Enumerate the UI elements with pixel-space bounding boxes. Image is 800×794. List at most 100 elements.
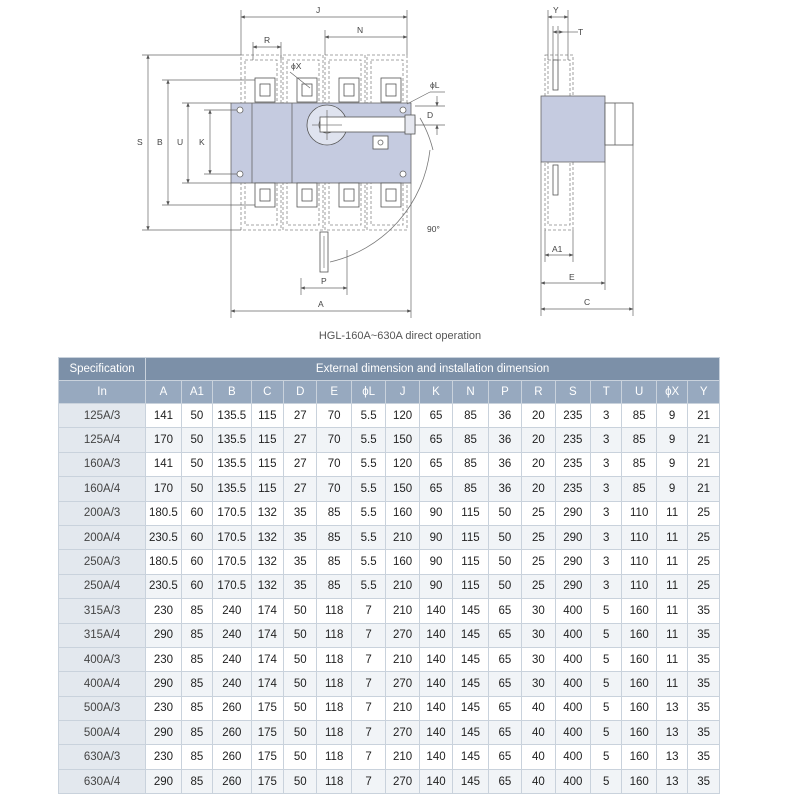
table-cell: 70 <box>316 476 352 502</box>
table-cell: 115 <box>452 573 489 600</box>
table-cell: 50 <box>180 476 214 502</box>
table-cell: 5.5 <box>350 427 387 453</box>
table-cell: 36 <box>487 451 523 478</box>
table-cell: 65 <box>487 768 523 794</box>
row-spec-cell: 200A/3 <box>57 500 147 526</box>
table-cell: 5 <box>590 695 623 722</box>
table-cell: 135.5 <box>212 402 252 429</box>
table-cell: 132 <box>250 549 285 575</box>
column-header: A <box>145 380 182 404</box>
table-cell: 7 <box>350 598 387 624</box>
table-cell: 145 <box>452 720 489 746</box>
column-header: T <box>590 380 623 404</box>
column-header: C <box>250 380 285 404</box>
table-cell: 140 <box>418 671 454 697</box>
table-cell: 90 <box>418 500 454 526</box>
table-cell: 160 <box>385 500 420 526</box>
table-cell: 400 <box>554 598 592 624</box>
table-cell: 7 <box>350 744 387 770</box>
table-cell: 13 <box>655 695 689 722</box>
label-p: P <box>321 276 327 286</box>
table-cell: 160 <box>621 598 657 624</box>
table-cell: 132 <box>250 573 285 600</box>
table-cell: 230 <box>145 598 182 624</box>
table-cell: 25 <box>687 549 720 575</box>
table-cell: 140 <box>418 646 454 673</box>
table-cell: 140 <box>418 768 454 794</box>
table-cell: 140 <box>418 622 454 648</box>
table-cell: 9 <box>655 451 689 478</box>
table-cell: 290 <box>145 768 182 794</box>
table-cell: 27 <box>283 427 318 453</box>
table-cell: 120 <box>385 451 420 478</box>
table-cell: 210 <box>385 646 420 673</box>
table-cell: 5 <box>590 598 623 624</box>
table-cell: 85 <box>452 402 489 429</box>
table-cell: 230 <box>145 744 182 770</box>
table-cell: 174 <box>250 598 285 624</box>
table-cell: 235 <box>554 402 592 429</box>
table-cell: 118 <box>316 695 352 722</box>
table-cell: 11 <box>655 646 689 673</box>
table-cell: 25 <box>521 573 556 600</box>
table-cell: 150 <box>385 427 420 453</box>
table-cell: 65 <box>418 402 454 429</box>
table-cell: 35 <box>687 646 720 673</box>
table-cell: 65 <box>487 622 523 648</box>
table-cell: 7 <box>350 646 387 673</box>
table-cell: 5.5 <box>350 573 387 600</box>
table-cell: 9 <box>655 427 689 453</box>
table-cell: 115 <box>250 451 285 478</box>
table-cell: 145 <box>452 646 489 673</box>
table-cell: 90 <box>418 549 454 575</box>
table-cell: 13 <box>655 720 689 746</box>
table-cell: 85 <box>621 402 657 429</box>
table-cell: 235 <box>554 427 592 453</box>
table-cell: 25 <box>521 500 556 526</box>
table-cell: 160 <box>621 646 657 673</box>
table-cell: 11 <box>655 549 689 575</box>
table-cell: 230 <box>145 695 182 722</box>
table-cell: 3 <box>590 524 623 551</box>
table-cell: 30 <box>521 646 556 673</box>
table-cell: 11 <box>655 500 689 526</box>
table-cell: 210 <box>385 573 420 600</box>
table-cell: 60 <box>180 500 214 526</box>
table-cell: 160 <box>385 549 420 575</box>
table-cell: 85 <box>316 549 352 575</box>
table-cell: 25 <box>687 524 720 551</box>
label-l: ϕL <box>430 80 440 90</box>
row-spec-cell: 160A/3 <box>57 451 147 478</box>
table-cell: 85 <box>621 476 657 502</box>
table-cell: 270 <box>385 720 420 746</box>
label-k: K <box>199 137 205 147</box>
table-cell: 132 <box>250 524 285 551</box>
table-cell: 3 <box>590 451 623 478</box>
table-cell: 7 <box>350 622 387 648</box>
table-cell: 5 <box>590 671 623 697</box>
table-cell: 145 <box>452 598 489 624</box>
table-cell: 115 <box>452 524 489 551</box>
spec-header: Specification <box>57 357 147 381</box>
table-cell: 115 <box>250 402 285 429</box>
table-cell: 3 <box>590 402 623 429</box>
table-cell: 290 <box>145 720 182 746</box>
column-header: J <box>385 380 420 404</box>
table-cell: 400 <box>554 768 592 794</box>
group-header: External dimension and installation dime… <box>145 357 720 381</box>
table-cell: 65 <box>418 451 454 478</box>
table-cell: 135.5 <box>212 451 252 478</box>
table-cell: 290 <box>145 671 182 697</box>
row-spec-cell: 250A/3 <box>57 549 147 575</box>
table-cell: 145 <box>452 622 489 648</box>
label-e: E <box>569 272 575 282</box>
table-cell: 118 <box>316 720 352 746</box>
table-cell: 170 <box>145 427 182 453</box>
table-cell: 11 <box>655 598 689 624</box>
table-cell: 110 <box>621 500 657 526</box>
